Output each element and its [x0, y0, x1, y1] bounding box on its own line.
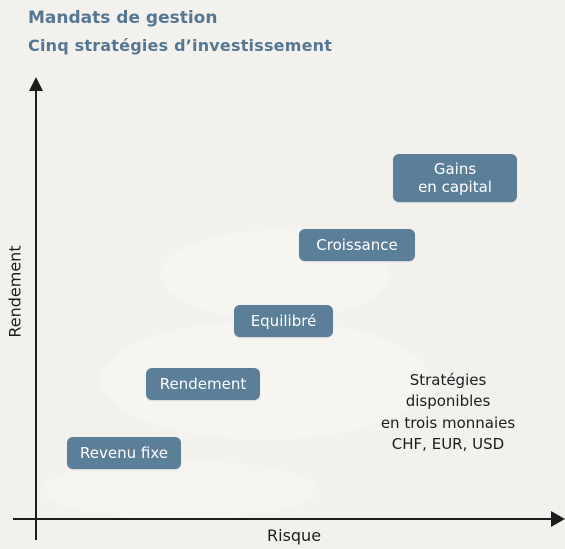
x-axis-line — [13, 518, 555, 520]
strategy-label: Revenu fixe — [80, 444, 168, 462]
background-shape — [40, 460, 320, 520]
strategy-label-line: Gains — [433, 160, 477, 178]
note-line: en trois monnaies — [380, 413, 516, 432]
strategy-box-croissance: Croissance — [299, 229, 415, 261]
strategy-label-line: en capital — [418, 178, 492, 196]
strategy-label: Croissance — [316, 236, 398, 254]
strategy-box-rendement: Rendement — [146, 368, 260, 400]
strategy-box-equilibre: Equilibré — [234, 305, 333, 337]
y-axis-label: Rendement — [5, 245, 25, 338]
diagram-subtitle: Cinq stratégies d’investissement — [28, 36, 333, 55]
y-axis-arrow-icon — [29, 77, 43, 91]
note-line: CHF, EUR, USD — [391, 435, 505, 454]
y-axis-line — [35, 85, 37, 540]
diagram-title: Mandats de gestion — [28, 8, 218, 28]
strategy-box-gains-en-capital: Gains en capital — [393, 154, 517, 202]
x-axis-arrow-icon — [551, 511, 565, 527]
x-axis-label: Risque — [267, 526, 322, 545]
strategy-box-revenu-fixe: Revenu fixe — [67, 437, 181, 469]
strategy-label: Equilibré — [250, 312, 317, 330]
strategies-note: Stratégies disponibles en trois monnaies… — [361, 370, 535, 456]
strategy-label: Rendement — [159, 375, 247, 393]
note-line: disponibles — [405, 392, 491, 411]
note-line: Stratégies — [409, 371, 487, 389]
